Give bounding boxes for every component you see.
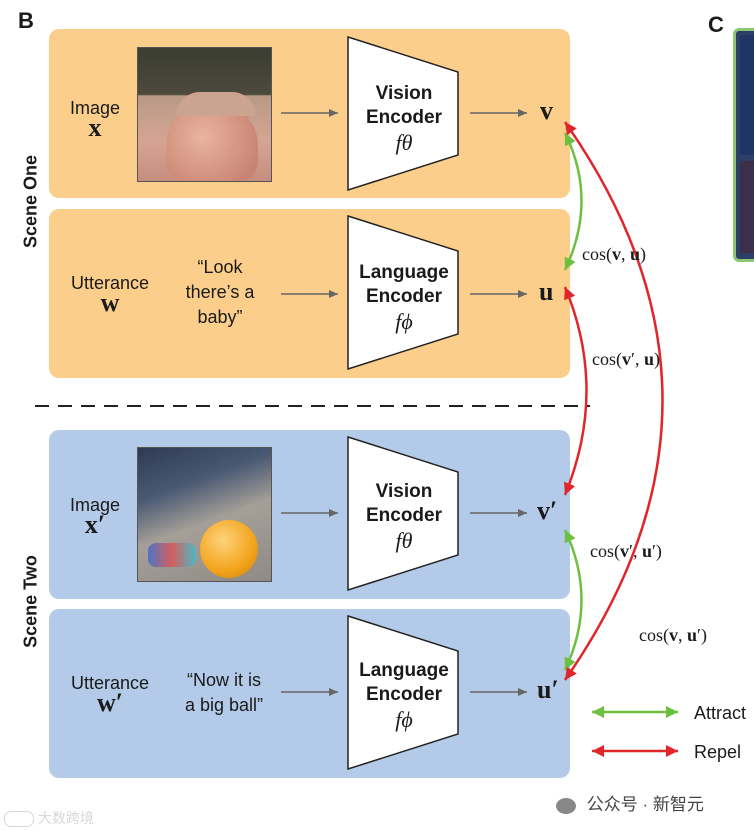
vector-u-prime: u′ — [537, 675, 559, 704]
vector-v-prime: v′ — [537, 496, 558, 525]
watermark-right: 公众号 · 新智元 — [556, 790, 704, 815]
utterance-symbol-w: w — [100, 288, 120, 317]
cos-v-u-label: cos(v, u) — [582, 244, 647, 264]
language-encoder-fn: fϕ — [395, 707, 413, 732]
encoder-title-line: Language — [359, 262, 449, 283]
baby-photo — [137, 47, 272, 182]
utterance-label-text: Utterance — [70, 273, 150, 293]
encoder-title-line: Encoder — [365, 107, 443, 128]
vision-encoder-fn: fθ — [395, 528, 413, 553]
image-symbol-x: x — [88, 113, 102, 142]
attract-arc-v-u — [563, 132, 583, 271]
encoder-title-line: Encoder — [365, 684, 443, 705]
cos-v-up-label: cos(v, u′) — [639, 625, 707, 645]
baby-hair — [176, 92, 256, 116]
repel-arc-v-up — [563, 121, 664, 681]
legend-repel-label: Repel — [694, 742, 742, 762]
quote-line: a big ball” — [184, 695, 264, 715]
wechat-icon — [556, 797, 576, 814]
legend-attract-label: Attract — [694, 703, 747, 723]
image-label-text: Image — [69, 495, 121, 515]
language-encoder-shape — [347, 614, 459, 771]
vector-v: v — [540, 96, 553, 125]
ball-photo — [137, 447, 272, 582]
watermark-left-text: 大数跨境 — [37, 810, 94, 826]
scene-one-utterance-quote: “Look there’s a baby” — [170, 255, 270, 330]
attract-arc-vp-up — [563, 529, 583, 671]
toys — [148, 543, 196, 567]
vision-encoder-fn: fθ — [395, 130, 413, 155]
encoder-title-line: Vision — [375, 83, 433, 104]
scene-two-image-panel — [49, 430, 570, 599]
repel-arc-u-vp — [563, 286, 588, 496]
encoder-title-line: Language — [359, 660, 449, 681]
encoder-title-line: Vision — [375, 481, 433, 502]
quote-line: “Now it is — [186, 670, 261, 690]
vision-encoder-shape — [347, 35, 459, 192]
cos-vp-u-label: cos(v′, u) — [592, 349, 660, 369]
vision-encoder-shape — [347, 435, 459, 592]
panel-c-photo-bottom — [740, 161, 754, 253]
panel-letter-c: C — [708, 12, 724, 37]
quote-line: baby” — [197, 307, 243, 327]
encoder-title-line: Encoder — [365, 505, 443, 526]
vector-u: u — [539, 277, 554, 306]
watermark-right-text: 公众号 · 新智元 — [586, 795, 704, 814]
quote-line: there’s a — [185, 282, 255, 302]
watermark-left: 大数跨境 — [4, 808, 94, 828]
scene-two-text-panel — [49, 609, 570, 778]
utterance-symbol-w-prime: w′ — [96, 688, 124, 717]
watermark-logo-icon — [4, 811, 34, 828]
panel-c-photo-top — [740, 35, 754, 155]
utterance-label-text: Utterance — [70, 673, 150, 693]
panel-c-fragment — [733, 28, 754, 262]
cos-vp-up-label: cos(v′, u′) — [590, 541, 662, 561]
image-symbol-x-prime: x′ — [84, 510, 106, 539]
language-encoder-fn: fϕ — [395, 309, 413, 334]
encoder-title-line: Encoder — [365, 286, 443, 307]
scene-two-utterance-quote: “Now it is a big ball” — [164, 668, 284, 718]
language-encoder-shape — [347, 214, 459, 371]
image-label-text: Image — [69, 98, 121, 118]
quote-line: “Look — [197, 257, 243, 277]
ball — [200, 520, 258, 578]
panel-letter-b: B — [18, 8, 34, 33]
